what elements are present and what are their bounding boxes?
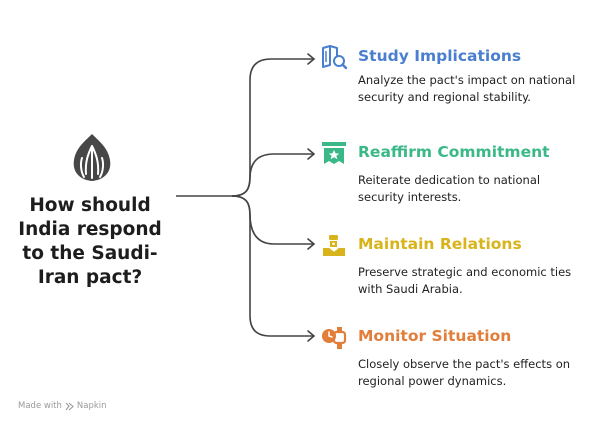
star-banner-icon [322, 142, 346, 164]
branch-description: Analyze the pact's impact on national se… [358, 73, 576, 104]
connector-study [231, 58, 314, 197]
branch-description: Closely observe the pact's effects on re… [358, 357, 571, 388]
connector-maintain [231, 195, 314, 245]
arrowhead-study [307, 53, 316, 65]
arrowhead-reaffirm [307, 148, 316, 160]
arrowhead-monitor [307, 330, 316, 342]
arrowhead-maintain [307, 238, 316, 250]
branch-description: Reiterate dedication to national securit… [358, 173, 541, 204]
lotus-icon [73, 134, 111, 181]
branch-description: Preserve strategic and economic ties wit… [358, 265, 572, 296]
connector-monitor [231, 195, 314, 337]
branch-title: Reaffirm Commitment [358, 143, 550, 161]
napkin-logo-icon [65, 402, 74, 410]
branch-title: Maintain Relations [358, 235, 522, 253]
document-search-icon [322, 45, 348, 70]
footer-made-with: Made with [18, 401, 62, 411]
watch-icon [322, 327, 347, 349]
footer-attribution: Made with Napkin [18, 401, 107, 411]
handshake-icon [323, 235, 345, 256]
branch-title: Monitor Situation [358, 327, 512, 345]
connector-reaffirm [231, 153, 314, 197]
branch-title: Study Implications [358, 47, 522, 65]
footer-brand: Napkin [76, 401, 107, 411]
central-question: How should India respond to the Saudi- I… [18, 195, 162, 288]
